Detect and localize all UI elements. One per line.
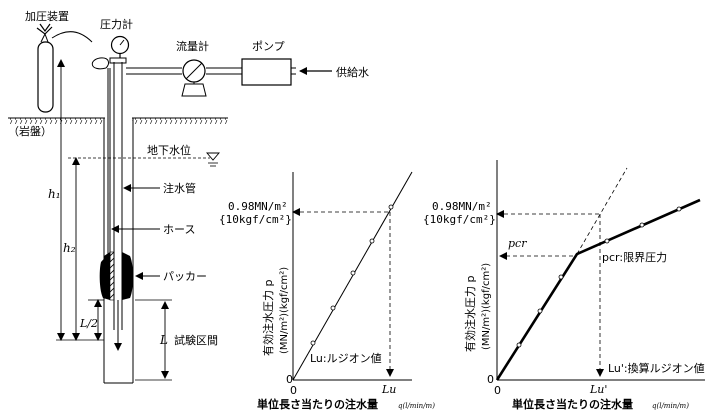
chart-left-ref1: 0.98MN/m² — [228, 200, 288, 213]
supply-pipe — [126, 67, 296, 75]
flow-meter — [181, 59, 207, 97]
chart-left-y-unit: (MN/m²)(kgf/cm²) — [279, 267, 290, 354]
chart-right-x-label: 単位長さ当たりの注水量 — [512, 397, 633, 411]
borehole — [103, 118, 134, 384]
chart-right-ref2: {10kgf/cm²} — [423, 213, 496, 226]
chart-left-ref2: {10kgf/cm²} — [219, 213, 292, 226]
chart-left-points — [310, 204, 394, 346]
pump-label: ポンプ — [252, 40, 285, 53]
groundwater-label: 地下水位 — [147, 143, 191, 157]
half-L-label: L/2 — [79, 317, 98, 330]
injection-pipe — [113, 62, 123, 330]
packer-label: パッカー — [163, 270, 207, 283]
chart-right-extension — [576, 167, 628, 255]
apparatus-diagram: 加圧装置 圧力計 流量計 ポンプ — [8, 10, 369, 384]
chart-right-ref1: 0.98MN/m² — [432, 200, 492, 213]
h2-label: h₂ — [63, 241, 76, 255]
chart-left-y-label: 有効注水圧力 p — [261, 280, 275, 356]
chart-right: 0.98MN/m² {10kgf/cm²} pcr pcr:限界圧力 0 0 L… — [423, 160, 705, 411]
chart-right-points — [516, 206, 682, 348]
chart-left-annotation: Lu:ルジオン値 — [310, 352, 382, 365]
chart-left-x-label: 単位長さ当たりの注水量 — [257, 397, 378, 411]
dim-L — [135, 299, 172, 381]
test-section-label: 試験区間 — [174, 333, 218, 347]
chart-left-x-unit: q(l/min/m) — [398, 402, 435, 410]
bedrock-label: （岩盤） — [8, 124, 52, 138]
packer — [99, 251, 133, 301]
dim-half-L — [88, 299, 104, 341]
hose-line — [107, 68, 111, 262]
chart-right-x-unit: q(l/min/m) — [652, 402, 689, 410]
chart-left-origin-x: 0 — [290, 384, 297, 397]
chart-right-curve — [495, 198, 701, 381]
pressure-gauge — [110, 35, 130, 60]
chart-right-y-label: 有効注水圧力 p — [463, 276, 477, 352]
injection-pipe-label: 注水管 — [163, 181, 196, 195]
chart-right-y-unit: (MN/m²)(kgf/cm²) — [481, 263, 492, 350]
pump-box — [241, 58, 292, 86]
chart-right-pcr-left: pcr — [508, 237, 527, 250]
dim-h1 — [56, 59, 104, 341]
h1-label: h₁ — [48, 187, 61, 201]
chart-right-annotation: Lu':換算ルジオン値 — [608, 361, 705, 375]
L-label: L — [159, 333, 168, 347]
pressurizer-cylinder — [36, 23, 93, 113]
flow-meter-label: 流量計 — [176, 39, 209, 53]
chart-left-line — [292, 171, 413, 381]
pressure-gauge-label: 圧力計 — [100, 17, 133, 31]
chart-right-pcr-annotation: pcr:限界圧力 — [602, 251, 667, 264]
hose-loop — [91, 57, 109, 70]
water-level-icon — [206, 152, 220, 167]
chart-left-origin-y: 0 — [286, 373, 293, 386]
ground-surface — [8, 117, 228, 124]
chart-right-x-mark: Lu' — [589, 383, 607, 396]
chart-left-x-mark: Lu — [381, 383, 396, 396]
chart-right-origin-y: 0 — [487, 373, 494, 386]
hose-label: ホース — [163, 223, 195, 236]
water-supply-label: 供給水 — [336, 65, 369, 79]
pressurizer-label: 加圧装置 — [25, 10, 69, 23]
chart-right-origin-x: 0 — [494, 384, 501, 397]
chart-left: 0.98MN/m² {10kgf/cm²} 0 0 Lu Lu:ルジオン値 有効… — [219, 171, 435, 411]
